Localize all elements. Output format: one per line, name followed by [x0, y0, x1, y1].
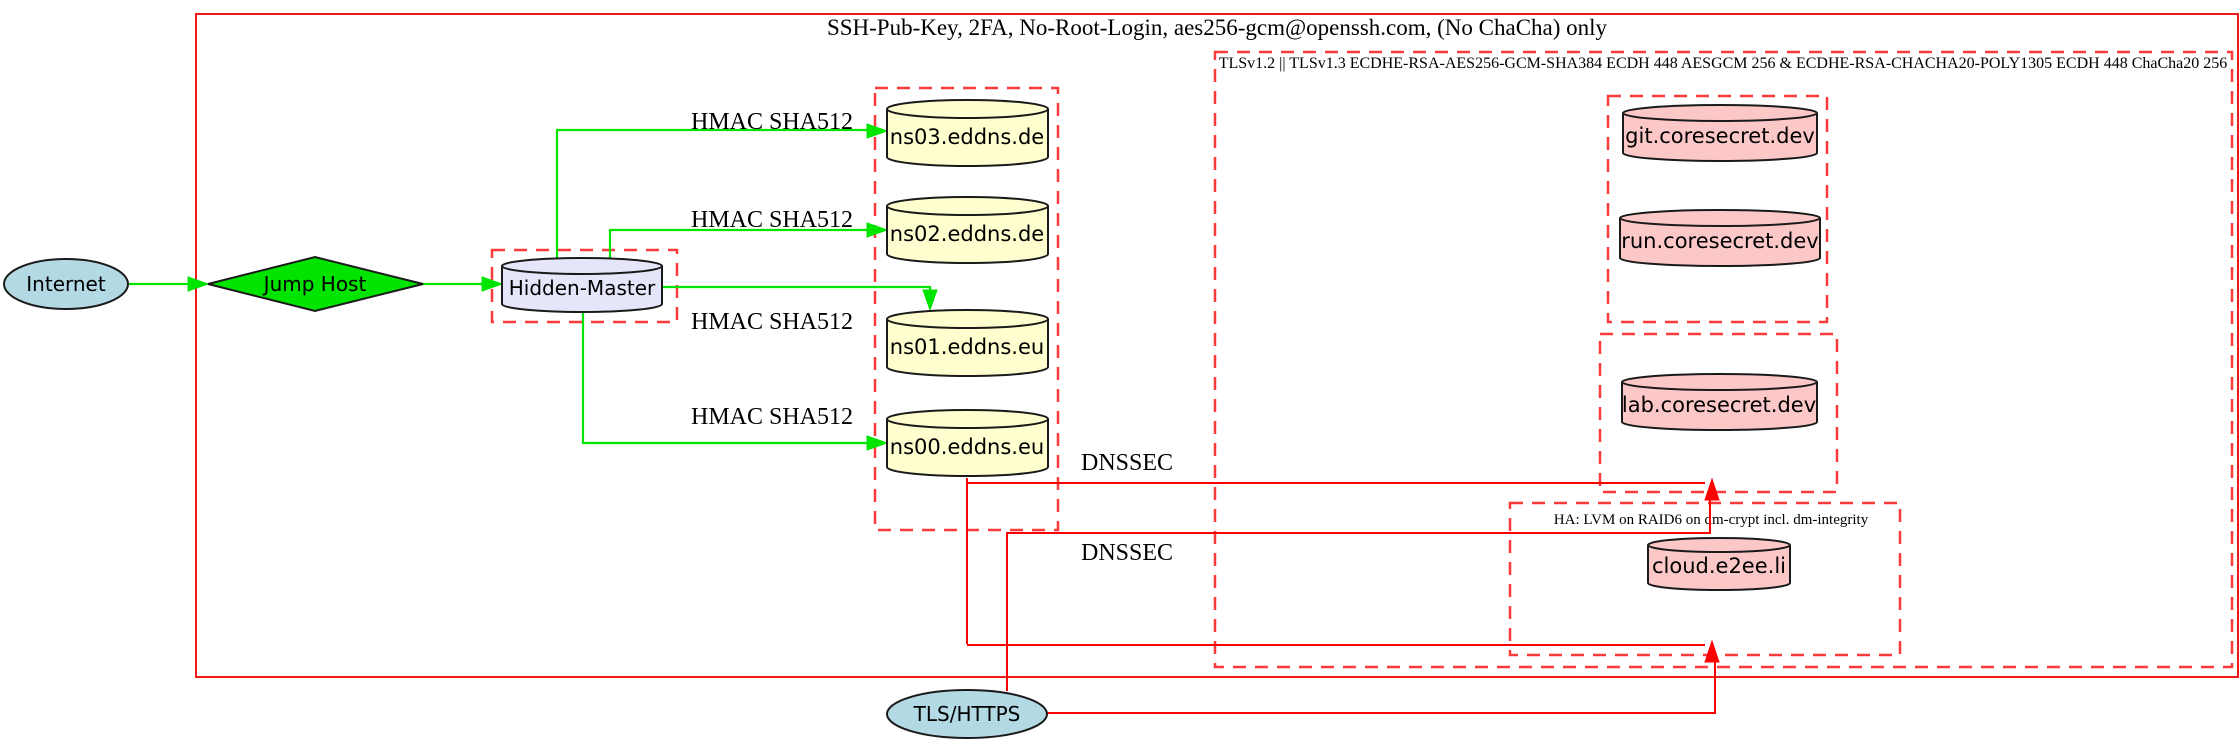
node-hidden-master	[501, 257, 663, 313]
node-tls-https-label: TLS/HTTPS	[913, 702, 1021, 726]
node-ns01-label: ns01.eddns.eu	[890, 335, 1044, 359]
ha-cluster-box	[1508, 501, 1902, 657]
edge-hiddenmaster-ns00	[581, 312, 869, 445]
node-git-lid	[1622, 112, 1818, 122]
arrowhead-jumphost-hiddenmaster	[481, 276, 504, 292]
node-ns02-label: ns02.eddns.de	[890, 222, 1044, 246]
node-internet	[3, 258, 129, 310]
arrowhead-ns00	[866, 435, 889, 451]
edge-label-dnssec-2: DNSSEC	[1081, 540, 1173, 566]
edge-label-hmac-ns01: HMAC SHA512	[691, 309, 853, 335]
edge-label-hmac-ns00: HMAC SHA512	[691, 404, 853, 430]
node-tls-https	[886, 689, 1048, 739]
node-run-label: run.coresecret.dev	[1621, 229, 1819, 253]
node-hidden-master-label: Hidden-Master	[509, 276, 656, 300]
edge-hiddenmaster-ns01	[662, 285, 932, 292]
node-lab-lid	[1621, 381, 1818, 391]
arrowhead-ha-cluster	[1704, 639, 1720, 663]
edge-label-hmac-ns03: HMAC SHA512	[691, 109, 853, 135]
arrowhead-ns03	[866, 123, 889, 139]
arrowhead-lab-cluster	[1704, 477, 1720, 501]
arrowhead-ns01	[922, 289, 938, 312]
tls-cluster-label: TLSv1.2 || TLSv1.3 ECDHE-RSA-AES256-GCM-…	[1219, 55, 2228, 72]
node-jump-host-label: Jump Host	[262, 272, 367, 296]
edge-tlshttps-to-ha-cluster	[1047, 660, 1716, 714]
arrowhead-internet-jumphost	[187, 276, 210, 292]
node-run-lid	[1619, 217, 1821, 227]
node-ns00-label: ns00.eddns.eu	[890, 435, 1044, 459]
node-lab-label: lab.coresecret.dev	[1622, 393, 1816, 417]
node-ns01-lid	[886, 318, 1049, 329]
git-run-cluster-box	[1606, 94, 1829, 324]
node-internet-label: Internet	[26, 272, 106, 296]
ssh-hardening-cluster-label: SSH-Pub-Key, 2FA, No-Root-Login, aes256-…	[827, 15, 1608, 40]
edge-label-dnssec-1: DNSSEC	[1081, 450, 1173, 476]
node-cloud-lid	[1647, 544, 1791, 553]
edge-tlshttps-to-lab-cluster	[1006, 498, 1711, 691]
edge-label-hmac-ns02: HMAC SHA512	[691, 207, 853, 233]
edge-hiddenmaster-ns02	[608, 228, 869, 258]
red-edges	[966, 477, 1720, 714]
ha-cluster-label: HA: LVM on RAID6 on dm-crypt incl. dm-in…	[1554, 512, 1869, 528]
lab-cluster-box	[1598, 332, 1839, 494]
tls-cluster-box	[1213, 50, 2234, 669]
node-hidden-master-lid	[501, 265, 663, 275]
node-jump-host	[207, 255, 424, 313]
arrowhead-ns02	[866, 222, 889, 238]
node-git-label: git.coresecret.dev	[1625, 124, 1815, 148]
edge-hiddenmaster-ns03	[555, 128, 869, 258]
node-ns00-lid	[886, 418, 1049, 429]
green-edges	[128, 123, 938, 451]
node-ns03-lid	[886, 108, 1049, 119]
ssh-hardening-cluster-box	[195, 13, 2239, 678]
node-ns02-lid	[886, 205, 1049, 216]
node-ns03-label: ns03.eddns.de	[890, 125, 1044, 149]
node-cloud-label: cloud.e2ee.li	[1652, 554, 1786, 578]
